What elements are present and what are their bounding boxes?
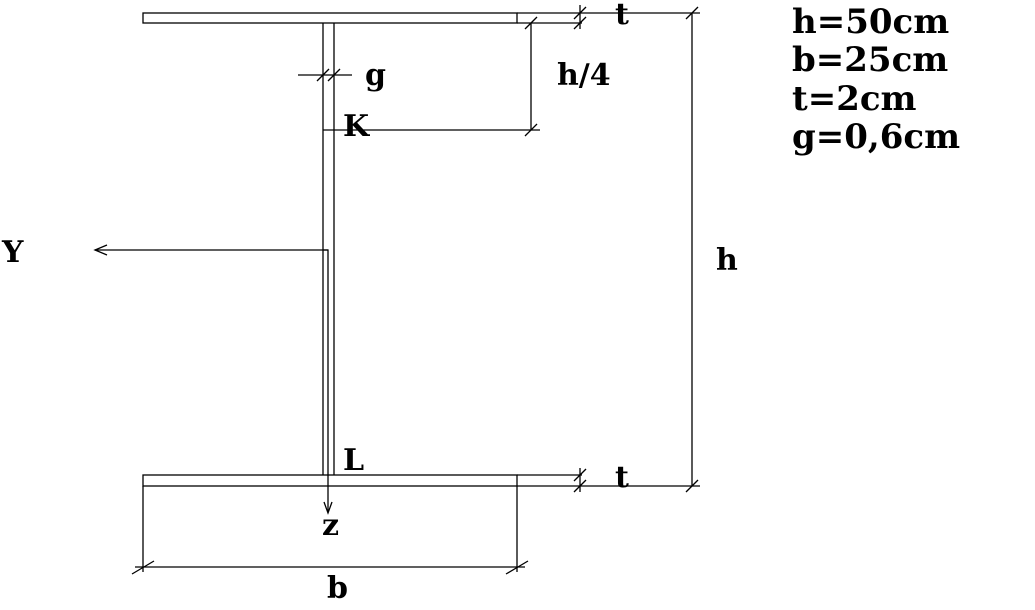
y-axis xyxy=(93,244,328,256)
t-top-label: t xyxy=(615,0,629,32)
y-axis-label: Y xyxy=(1,235,24,270)
parameter-b: b=25cm xyxy=(792,40,948,80)
t-bottom-dimension xyxy=(517,468,587,493)
z-axis xyxy=(323,473,333,515)
centerline-path xyxy=(323,249,329,473)
web xyxy=(322,23,335,475)
z-axis-label: z xyxy=(322,508,339,543)
g-dimension xyxy=(298,68,352,82)
b-dimension xyxy=(131,486,529,575)
width-label: b xyxy=(327,571,348,606)
point-l-label: L xyxy=(343,443,364,478)
bottom-flange xyxy=(142,474,518,487)
t-bottom-label: t xyxy=(615,460,629,495)
parameter-g: g=0,6cm xyxy=(792,117,960,157)
parameter-t: t=2cm xyxy=(792,79,917,119)
h-quarter-dimension xyxy=(323,16,540,137)
height-label: h xyxy=(716,243,738,278)
t-top-dimension xyxy=(517,5,587,30)
top-flange xyxy=(142,12,518,24)
h-dimension xyxy=(582,6,700,493)
g-label: g xyxy=(365,58,386,93)
h-quarter-label: h/4 xyxy=(557,58,611,93)
parameter-h: h=50cm xyxy=(792,2,949,42)
parameter-list: h=50cm b=25cm t=2cm g=0,6cm xyxy=(792,2,960,157)
point-k-label: K xyxy=(343,109,370,144)
